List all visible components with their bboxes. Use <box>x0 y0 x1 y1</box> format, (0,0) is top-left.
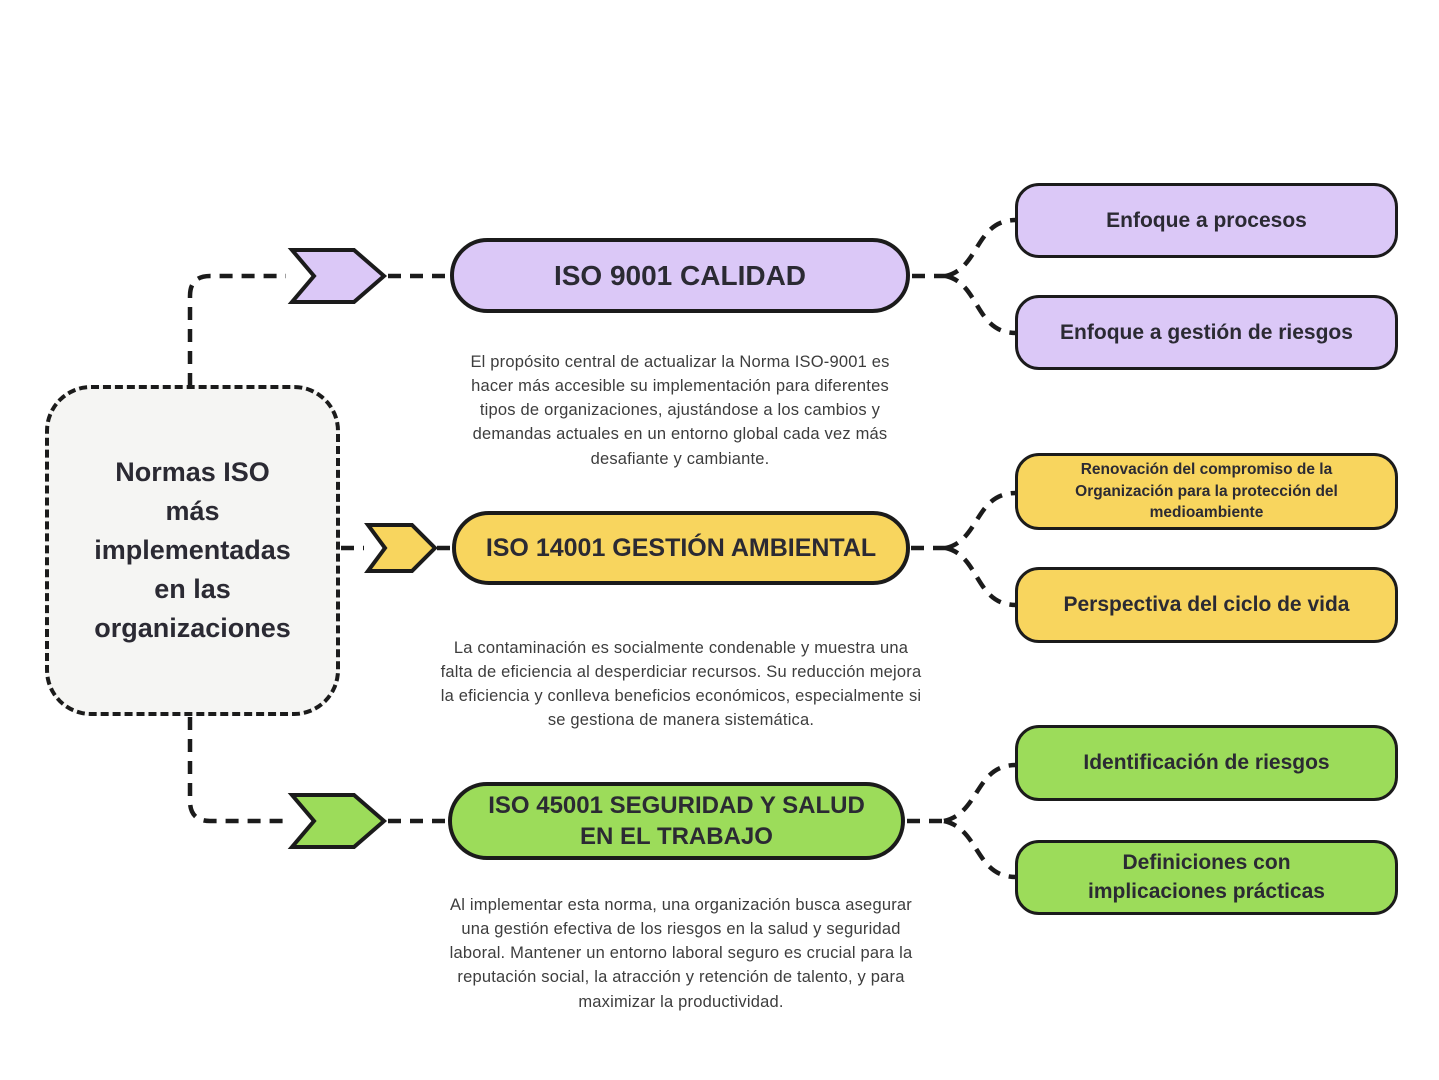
connector-iso45001-to-child2 <box>943 818 1017 880</box>
connector-iso9001-to-child1 <box>945 217 1017 279</box>
connector-root-to-iso9001 <box>187 273 286 386</box>
root-node: Normas ISO más implementadas en las orga… <box>45 385 340 716</box>
child-node-iso14001-renovacion: Renovación del compromiso de la Organiza… <box>1015 453 1398 530</box>
connector-iso14001-to-child2 <box>945 545 1017 608</box>
chevron-arrow-icon-iso14001 <box>364 523 438 573</box>
branch-description-iso45001: Al implementar esta norma, una organizac… <box>449 895 913 1011</box>
connector-iso9001-to-child2 <box>945 273 1017 336</box>
branch-pill-iso14001: ISO 14001 GESTIÓN AMBIENTAL <box>452 511 910 585</box>
connector-root-to-iso45001 <box>187 717 286 824</box>
branch-pill-iso9001: ISO 9001 CALIDAD <box>450 238 910 313</box>
connector-iso45001-to-child1 <box>943 762 1017 824</box>
connector-iso14001-to-child1 <box>945 490 1017 551</box>
chevron-arrow-icon-iso9001 <box>287 248 388 304</box>
branch-description-iso14001: La contaminación es socialmente condenab… <box>440 638 922 730</box>
child-node-iso9001-procesos: Enfoque a procesos <box>1015 183 1398 258</box>
child-node-iso45001-definiciones: Definiciones con implicaciones prácticas <box>1015 840 1398 915</box>
branch-pill-iso45001: ISO 45001 SEGURIDAD Y SALUD EN EL TRABAJ… <box>448 782 905 860</box>
child-node-iso14001-ciclo-vida: Perspectiva del ciclo de vida <box>1015 567 1398 643</box>
child-node-iso9001-riesgos: Enfoque a gestión de riesgos <box>1015 295 1398 370</box>
chevron-arrow-icon-iso45001 <box>287 793 388 849</box>
branch-description-iso9001: El propósito central de actualizar la No… <box>470 352 890 468</box>
child-node-iso45001-identificacion: Identificación de riesgos <box>1015 725 1398 801</box>
